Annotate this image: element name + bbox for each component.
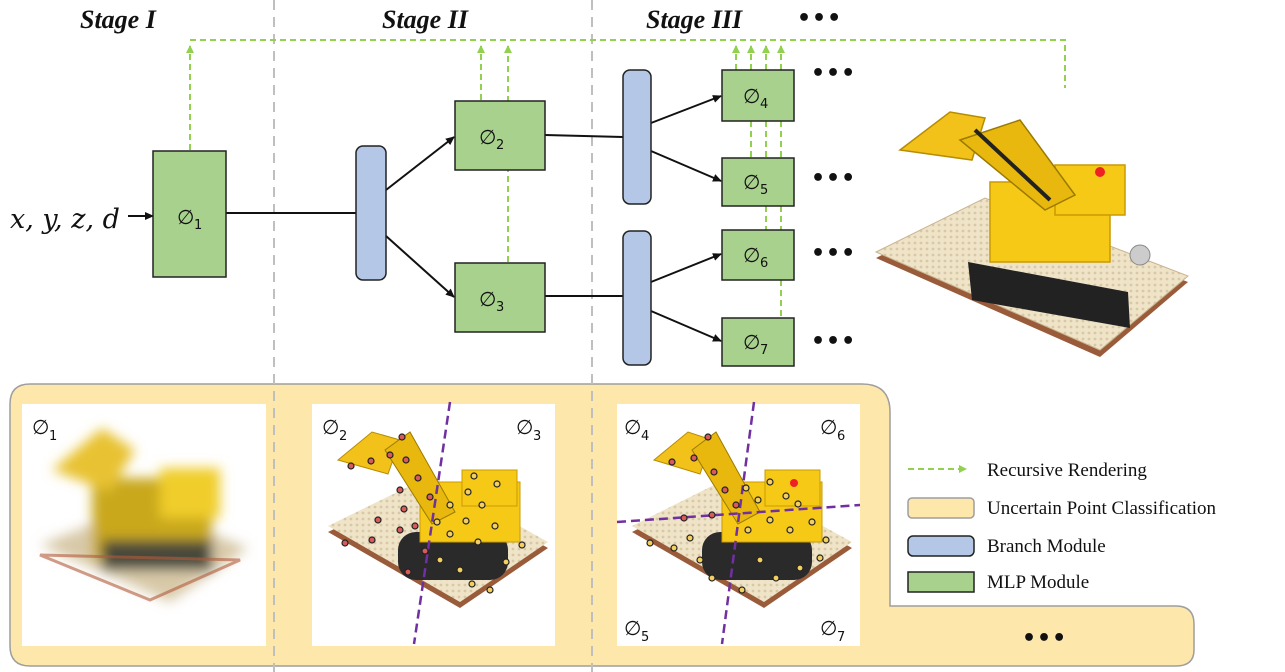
svg-text:∅: ∅ (743, 84, 760, 108)
svg-text:5: 5 (760, 183, 768, 198)
svg-text:3: 3 (533, 429, 541, 444)
svg-text:1: 1 (49, 429, 57, 444)
svg-text:7: 7 (760, 343, 768, 358)
stage-title-1: Stage I (80, 5, 157, 34)
svg-text:∅: ∅ (820, 415, 837, 439)
ellipsis-phi6: ••• (811, 241, 856, 266)
ellipsis-phi7: ••• (811, 329, 856, 354)
svg-text:∅: ∅ (743, 243, 760, 267)
svg-text:Branch Module: Branch Module (987, 536, 1106, 557)
bulldozer-render-blurry (22, 404, 266, 646)
panel-label-phi5: ∅5 (624, 616, 649, 645)
legend-uncertain-point: Uncertain Point Classification (907, 497, 1217, 519)
svg-text:2: 2 (339, 429, 347, 444)
svg-text:6: 6 (760, 256, 768, 271)
mlp-module-phi2: ∅2 (454, 100, 546, 171)
svg-text:2: 2 (496, 138, 504, 153)
panel-label-phi3: ∅3 (516, 415, 541, 444)
legend-branch-module: Branch Module (907, 535, 1106, 557)
branch-module-stage2 (355, 145, 387, 281)
bulldozer-render-stage3 (616, 401, 861, 646)
mlp-module-phi5: ∅5 (721, 157, 795, 207)
bulldozer-render-full (868, 88, 1270, 376)
svg-text:∅: ∅ (516, 415, 533, 439)
recursive-rendering-lines (186, 39, 1069, 318)
svg-text:∅: ∅ (743, 170, 760, 194)
svg-text:∅: ∅ (479, 125, 496, 149)
branch-connections (226, 95, 722, 342)
svg-text:Uncertain Point Classification: Uncertain Point Classification (987, 498, 1217, 519)
svg-text:Recursive Rendering: Recursive Rendering (987, 460, 1147, 481)
svg-text:5: 5 (641, 630, 649, 645)
panel-label-phi7: ∅7 (820, 616, 845, 645)
svg-text:∅: ∅ (322, 415, 339, 439)
ellipsis-panel: ••• (1022, 626, 1067, 651)
svg-text:4: 4 (760, 97, 768, 112)
svg-text:∅: ∅ (624, 415, 641, 439)
panel-label-phi1: ∅1 (32, 415, 57, 444)
mlp-module-phi7: ∅7 (721, 317, 795, 367)
legend-recursive-rendering: Recursive Rendering (908, 460, 1147, 481)
svg-text:6: 6 (837, 429, 845, 444)
uncertain-point-panel (9, 383, 1195, 667)
svg-text:1: 1 (194, 218, 202, 233)
svg-text:7: 7 (837, 630, 845, 645)
bulldozer-render-stage2 (312, 401, 555, 646)
mlp-module-phi1: ∅1 (152, 150, 227, 278)
svg-text:∅: ∅ (479, 287, 496, 311)
stage-title-2: Stage II (382, 5, 469, 34)
stage-ellipsis: ••• (797, 6, 842, 31)
svg-text:∅: ∅ (177, 205, 194, 229)
svg-text:4: 4 (641, 429, 649, 444)
branch-module-stage3-top (622, 69, 652, 205)
svg-text:∅: ∅ (743, 330, 760, 354)
legend: Recursive Rendering Uncertain Point Clas… (907, 460, 1217, 593)
branch-module-stage3-bottom (622, 230, 652, 366)
svg-text:MLP Module: MLP Module (987, 572, 1089, 593)
mlp-module-phi3: ∅3 (454, 262, 546, 333)
svg-text:∅: ∅ (820, 616, 837, 640)
panel-label-phi4: ∅4 (624, 415, 649, 444)
svg-text:3: 3 (496, 300, 504, 315)
panel-label-phi6: ∅6 (820, 415, 845, 444)
input-label: x, y, z, d (10, 204, 120, 235)
mlp-module-phi4: ∅4 (721, 69, 795, 122)
legend-mlp-module: MLP Module (907, 571, 1089, 593)
svg-text:∅: ∅ (624, 616, 641, 640)
mlp-module-phi6: ∅6 (721, 229, 795, 281)
panel-label-phi2: ∅2 (322, 415, 347, 444)
ellipsis-phi5: ••• (811, 166, 856, 191)
ellipsis-phi4: ••• (811, 61, 856, 86)
svg-text:∅: ∅ (32, 415, 49, 439)
stage-title-3: Stage III (646, 5, 743, 34)
